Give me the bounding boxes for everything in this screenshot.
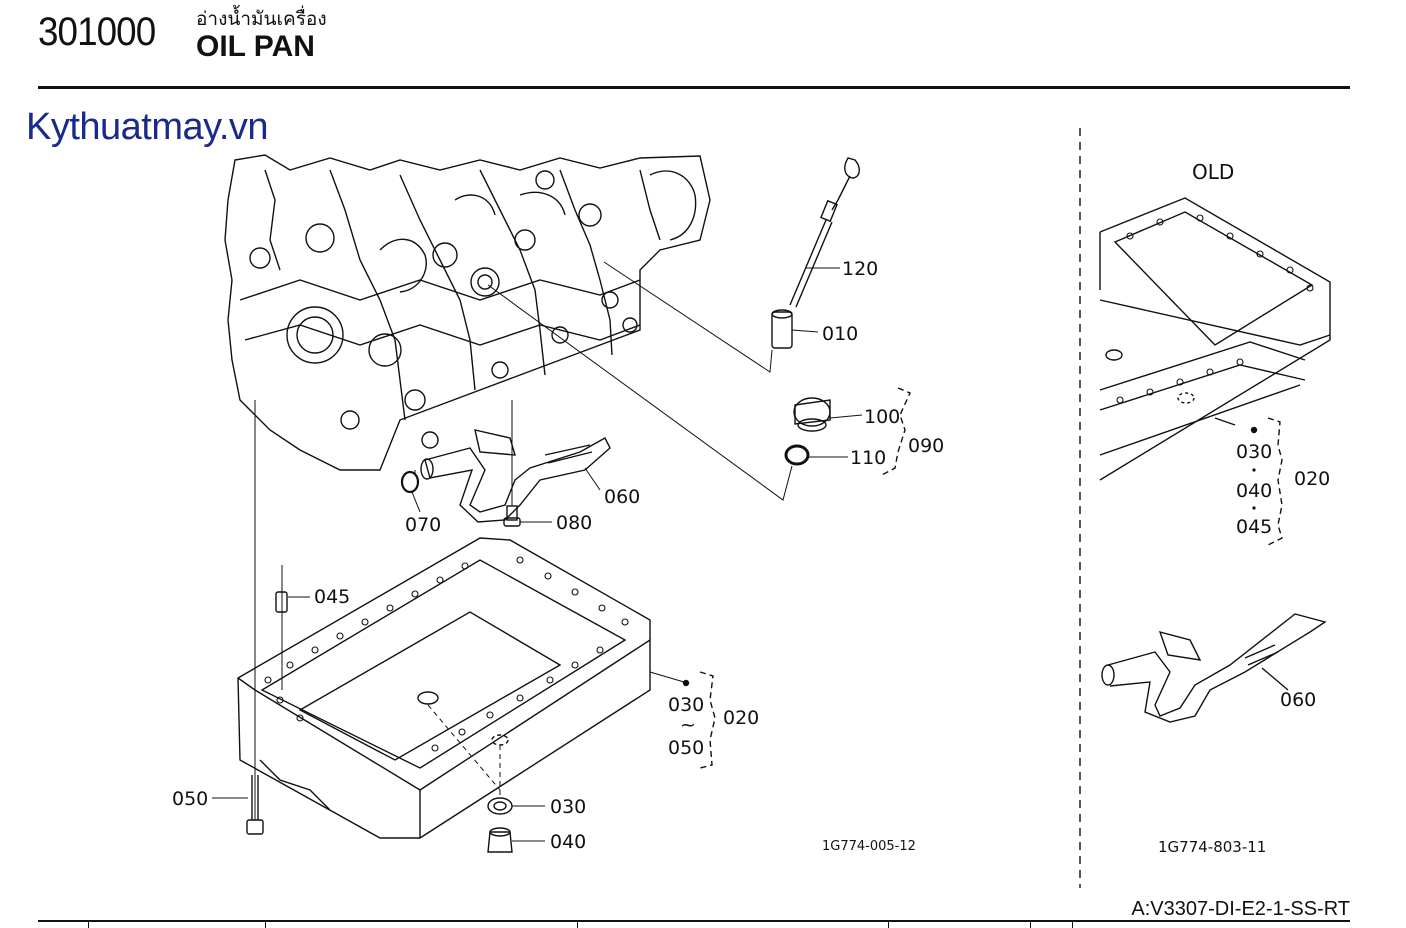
callout-070: 070 [405, 514, 441, 536]
callout-060: 060 [604, 486, 640, 508]
gasket-030-part [487, 797, 513, 815]
callout-050-bolt: 050 [172, 788, 208, 810]
old-oil-pan-drawing [1099, 197, 1331, 546]
watermark-text: Kythuatmay.vn [26, 106, 269, 148]
footer-tick [1030, 921, 1031, 928]
dipstick-guide-part [771, 309, 793, 349]
leader-dipstick-guide [603, 261, 773, 373]
drain-plug-040-part [487, 827, 513, 853]
leader-filler [487, 284, 793, 501]
o-ring-110-part [784, 444, 810, 466]
callout-old-045: 045 [1236, 516, 1272, 538]
footer-tick [577, 921, 578, 928]
o-ring-070-part [400, 470, 420, 494]
model-code: A:V3307-DI-E2-1-SS-RT [1131, 898, 1350, 920]
footer-tick [888, 921, 889, 928]
oil-pan-drawing [237, 537, 651, 839]
old-version-label: OLD [1192, 160, 1235, 184]
dipstick-part [789, 157, 860, 308]
main-diagram-ref: 1G774-005-12 [822, 839, 916, 854]
callout-020-main: 020 [723, 707, 759, 729]
callout-100: 100 [864, 406, 900, 428]
section-title-thai: อ่างน้ำมันเครื่อง [196, 8, 327, 30]
leader-drain [427, 704, 501, 791]
header-rule [38, 86, 1350, 89]
callout-040: 040 [550, 831, 586, 853]
callout-old-020: 020 [1294, 468, 1330, 490]
bracket-020-old [1267, 417, 1283, 546]
callout-030-main: 030 [668, 694, 704, 716]
callout-090: 090 [908, 435, 944, 457]
callout-tilde: ~ [680, 714, 696, 736]
bracket-090 [879, 387, 911, 477]
callout-old-060: 060 [1280, 689, 1316, 711]
footer-rule [38, 920, 1350, 922]
old-oil-strainer-part [1101, 613, 1327, 723]
section-title: OIL PAN [196, 30, 315, 63]
bolt-080-part [503, 505, 521, 527]
callout-080: 080 [556, 512, 592, 534]
footer-tick [88, 921, 89, 928]
oil-strainer-pipe-part [420, 429, 611, 523]
oil-filler-cap-part [793, 397, 831, 432]
footer-tick [265, 921, 266, 928]
callout-010: 010 [822, 323, 858, 345]
old-diagram-ref: 1G774-803-11 [1158, 838, 1267, 856]
callout-old-040: 040 [1236, 480, 1272, 502]
callout-030-gasket: 030 [550, 796, 586, 818]
section-code: 301000 [38, 10, 156, 54]
engine-block-drawing [224, 154, 711, 471]
callout-050-main: 050 [668, 737, 704, 759]
callout-120: 120 [842, 258, 878, 280]
callout-old-030: 030 [1236, 441, 1272, 463]
footer-tick [1072, 921, 1073, 928]
callout-045: 045 [314, 586, 350, 608]
bracket-020-main [699, 671, 716, 769]
callout-110: 110 [850, 447, 886, 469]
